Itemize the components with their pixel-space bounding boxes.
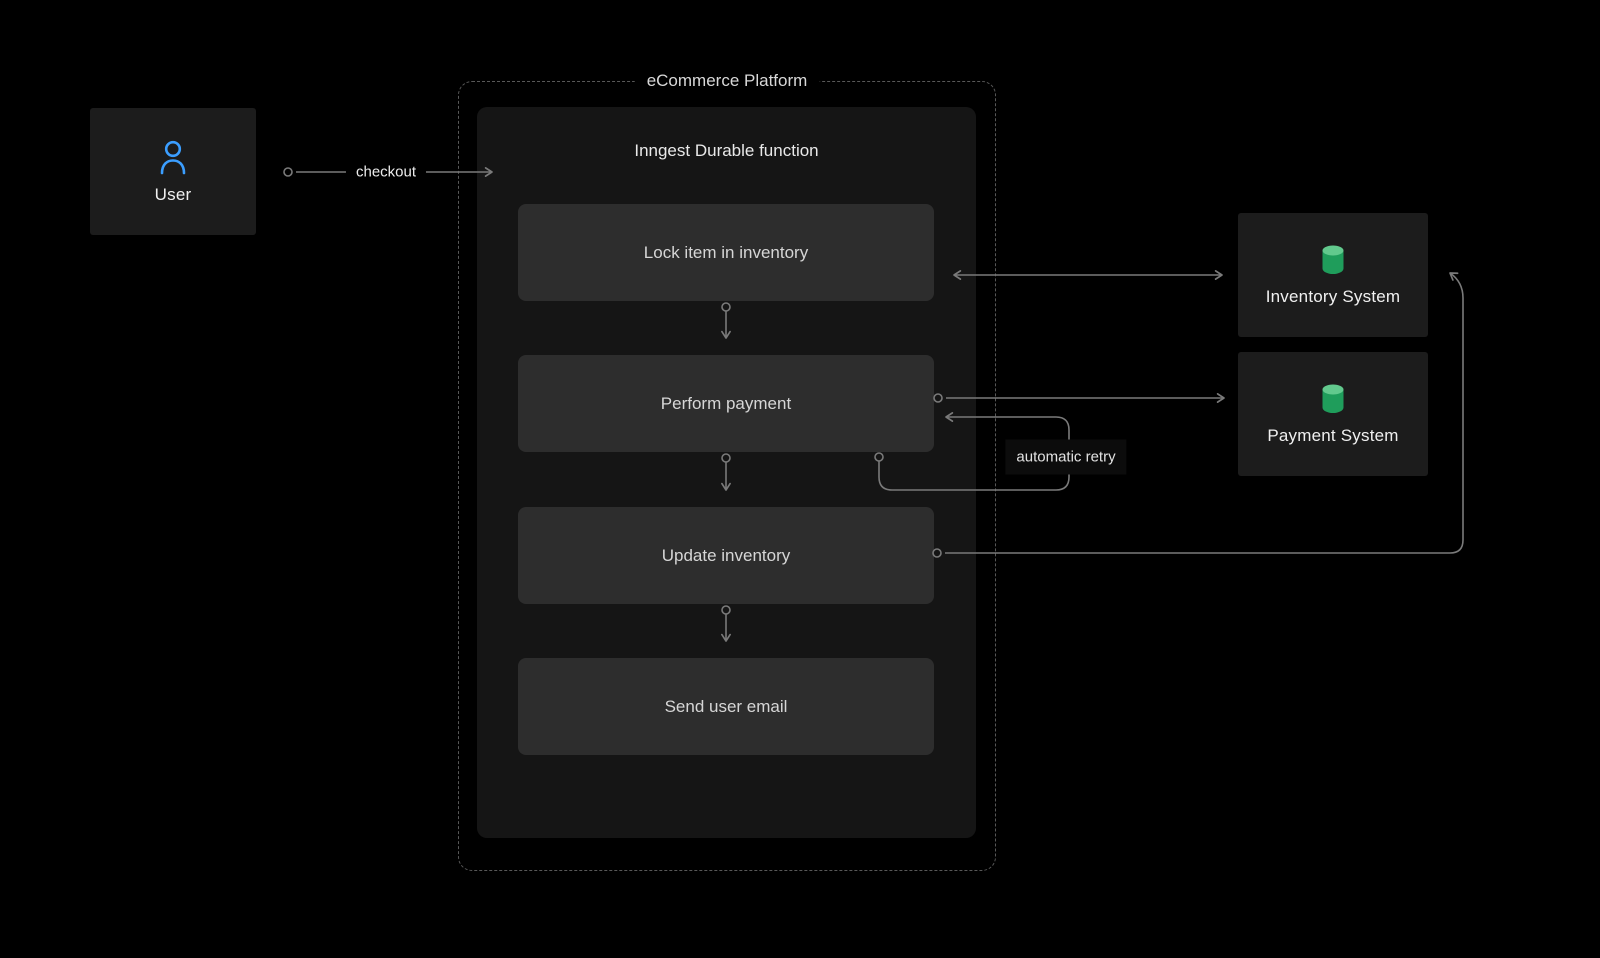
step-update-inventory: Update inventory: [518, 507, 934, 604]
user-icon: [158, 139, 188, 177]
inventory-system-label: Inventory System: [1265, 286, 1401, 306]
automatic-retry-edge-label: automatic retry: [1005, 439, 1127, 475]
database-icon: [1319, 383, 1347, 414]
payment-system-node: Payment System: [1238, 352, 1428, 476]
payment-system-label: Payment System: [1267, 425, 1399, 445]
ecommerce-platform-label: eCommerce Platform: [634, 69, 820, 93]
user-node: User: [90, 108, 256, 235]
database-icon: [1319, 244, 1347, 275]
edge-start-dot: [283, 167, 293, 177]
step-lock-item-in-inventory: Lock item in inventory: [518, 204, 934, 301]
step-send-user-email: Send user email: [518, 658, 934, 755]
step-perform-payment: Perform payment: [518, 355, 934, 452]
user-label: User: [154, 184, 192, 204]
checkout-edge-label: checkout: [345, 160, 427, 184]
inngest-function-title: Inngest Durable function: [634, 141, 819, 160]
inventory-system-node: Inventory System: [1238, 213, 1428, 337]
